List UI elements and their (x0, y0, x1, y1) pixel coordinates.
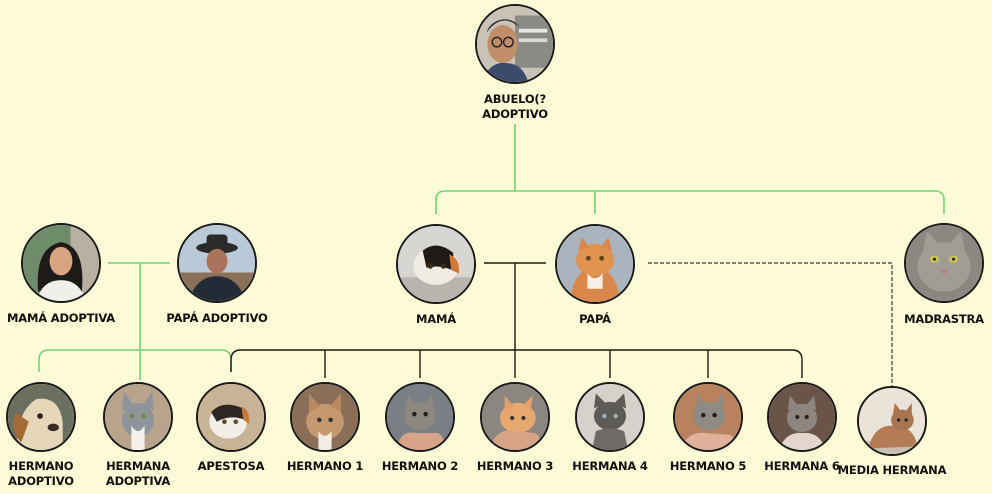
avatar-hermano-5 (673, 382, 743, 452)
label-madrastra: MADRASTRA (904, 312, 984, 326)
avatar-hermana-4 (575, 382, 645, 452)
label-papa: PAPÁ (579, 312, 611, 326)
avatar-hermano-2 (385, 382, 455, 452)
avatar-media-hermana (857, 386, 927, 456)
avatar-papa (555, 224, 635, 304)
label-hermana-adoptiva: HERMANA ADOPTIVA (105, 459, 171, 488)
label-papa-adoptivo: PAPÁ ADOPTIVO (166, 311, 268, 325)
label-hermana-4: HERMANA 4 (572, 459, 648, 473)
avatar-papa-adoptivo (177, 223, 257, 303)
black-connector-siblings (230, 262, 803, 378)
avatar-hermano-adoptivo (6, 382, 76, 452)
label-hermana-6: HERMANA 6 (764, 459, 840, 473)
label-hermano-5: HERMANO 5 (669, 459, 747, 473)
dashed-connector-half-sister (648, 262, 893, 386)
avatar-hermana-adoptiva (103, 382, 173, 452)
label-abuelo: ABUELO(? ADOPTIVO (482, 92, 548, 121)
label-hermano-3: HERMANO 3 (476, 459, 554, 473)
label-mama: MAMÁ (416, 312, 456, 326)
avatar-hermana-6 (767, 382, 837, 452)
avatar-hermano-3 (480, 382, 550, 452)
avatar-madrastra (904, 223, 984, 303)
avatar-mama (396, 224, 476, 304)
avatar-abuelo (475, 4, 555, 84)
avatar-mama-adoptiva (21, 223, 101, 303)
avatar-hermano-1 (290, 382, 360, 452)
label-mama-adoptiva: MAMÁ ADOPTIVA (7, 311, 115, 325)
label-hermano-adoptivo: HERMANO ADOPTIVO (8, 459, 74, 488)
label-hermano-1: HERMANO 1 (286, 459, 364, 473)
label-media-hermana: MEDIA HERMANA (837, 463, 947, 477)
green-connector-abuelo-children (435, 124, 945, 214)
green-connector-adoptive-family (38, 262, 232, 380)
avatar-apestosa (196, 382, 266, 452)
label-hermano-2: HERMANO 2 (381, 459, 459, 473)
label-apestosa: APESTOSA (197, 459, 265, 473)
